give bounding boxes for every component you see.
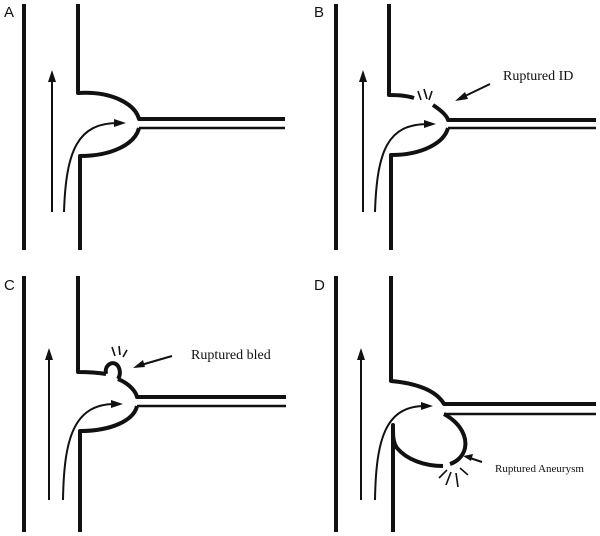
callout-arrow-head bbox=[133, 360, 145, 368]
panel-letter-c: C bbox=[4, 277, 15, 294]
flow-arrow-curved-head bbox=[424, 120, 436, 128]
dilatation-wall-upper bbox=[117, 377, 286, 399]
rupture-tick bbox=[111, 346, 116, 357]
parent-vessel-right-wall-upper bbox=[389, 276, 596, 406]
panel-letter-d: D bbox=[314, 277, 325, 294]
callout-arrow bbox=[140, 355, 173, 366]
aneurysm-wall-upper bbox=[442, 412, 468, 466]
callout-label: Ruptured ID bbox=[503, 69, 573, 84]
callout-arrow bbox=[469, 457, 483, 463]
parent-vessel-right-wall-upper bbox=[387, 4, 415, 100]
panel-d: D Ruptured Aneurysm bbox=[314, 276, 596, 532]
panel-letter-a: A bbox=[4, 4, 14, 21]
parent-vessel-right-wall-lower bbox=[78, 405, 139, 532]
flow-arrow-curved-head bbox=[111, 400, 123, 408]
rupture-tick bbox=[445, 471, 452, 486]
flow-arrow-head bbox=[45, 348, 53, 360]
flow-arrow-curved bbox=[374, 405, 426, 501]
aneurysm-wall-lower bbox=[391, 423, 444, 532]
parent-vessel-right-wall-upper bbox=[76, 4, 285, 121]
flow-arrow-curved bbox=[374, 123, 429, 213]
callout-arrow bbox=[462, 83, 491, 98]
panel-letter-b: B bbox=[314, 4, 324, 21]
rupture-tick bbox=[118, 345, 121, 356]
rupture-tick bbox=[459, 467, 469, 476]
panel-a: A bbox=[4, 4, 285, 250]
rupture-tick bbox=[438, 469, 448, 479]
rupture-tick bbox=[428, 90, 433, 101]
dilatation-wall-upper bbox=[431, 103, 596, 122]
flow-arrow-curved-head bbox=[421, 402, 433, 410]
flow-arrow-head bbox=[48, 70, 56, 82]
flow-arrow-curved bbox=[62, 403, 116, 501]
rupture-tick bbox=[417, 90, 422, 101]
panel-b: B Ruptured ID bbox=[314, 4, 596, 250]
flow-arrow-curved-head bbox=[114, 119, 126, 127]
flow-arrow-head bbox=[359, 70, 367, 82]
callout-label: Ruptured Aneurysm bbox=[495, 463, 584, 475]
parent-vessel-right-wall-upper bbox=[76, 276, 107, 376]
callout-label: Ruptured bled bbox=[191, 348, 271, 363]
rupture-tick bbox=[455, 472, 459, 488]
parent-vessel-right-wall-lower bbox=[389, 127, 450, 250]
flow-arrow-head bbox=[357, 348, 365, 360]
rupture-tick bbox=[423, 88, 428, 100]
panel-c: C Ruptured bled bbox=[4, 276, 286, 532]
bleb-wall bbox=[103, 361, 122, 381]
parent-vessel-right-wall-lower bbox=[78, 127, 141, 250]
rupture-tick bbox=[122, 349, 128, 358]
callout-arrow-head bbox=[455, 92, 468, 101]
callout-arrow-head bbox=[463, 454, 473, 461]
flow-arrow-curved bbox=[63, 122, 119, 213]
